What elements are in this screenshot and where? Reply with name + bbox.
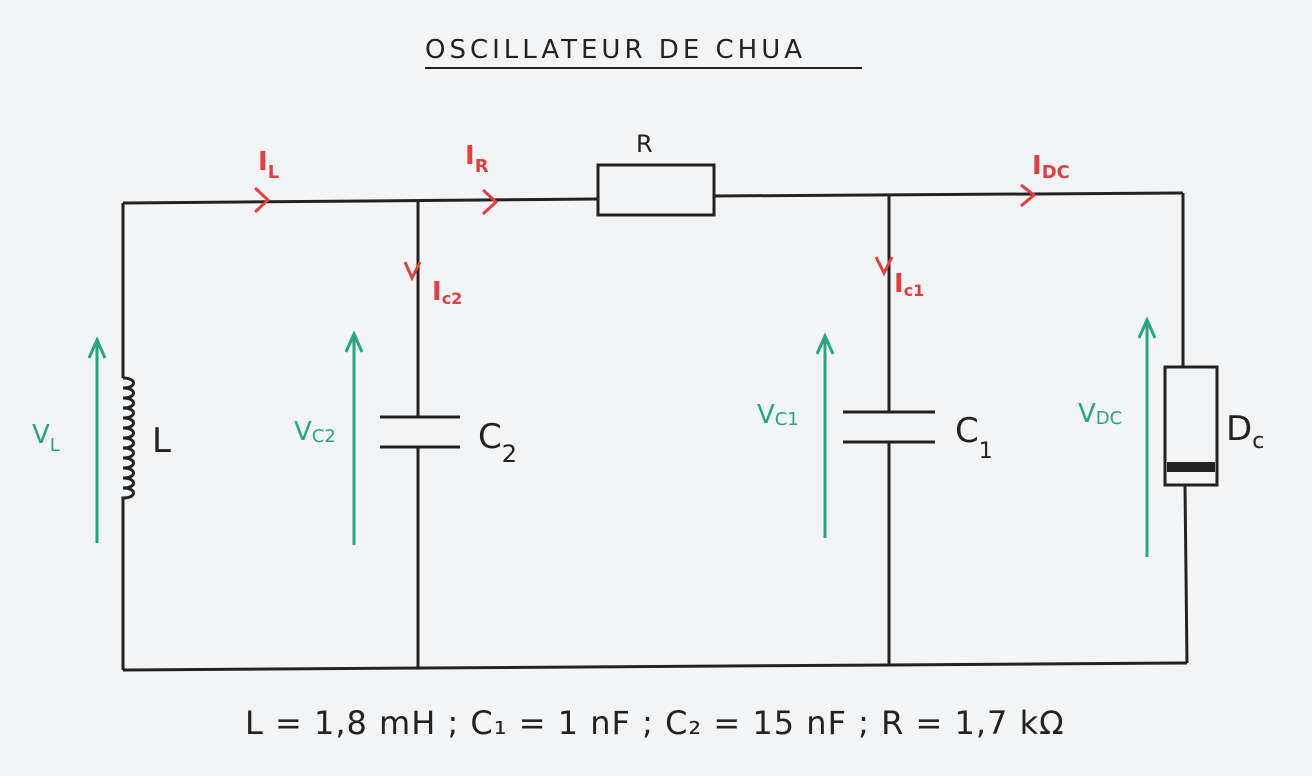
current-il-label: IL	[258, 147, 279, 183]
ic2-arrow-icon	[403, 261, 422, 282]
voltage-vdc-label: VDC	[1078, 399, 1122, 429]
voltage-vc1-label: VC1	[757, 400, 799, 430]
inductor-l	[121, 376, 135, 505]
current-ir-label: IR	[465, 141, 489, 177]
voltage-vc2-label: VC2	[294, 417, 336, 447]
idc-arrow-icon	[1020, 183, 1037, 208]
capacitor-c1	[843, 410, 935, 444]
capacitor-c2-label: C2	[478, 417, 517, 468]
vc1-arrow-icon	[815, 332, 835, 355]
chua-diode-label: Dc	[1226, 409, 1264, 454]
il-arrow-icon	[253, 186, 271, 214]
vc2-arrow-icon	[344, 330, 364, 353]
circuit-wires	[121, 191, 1189, 672]
inductor-label: L	[152, 421, 171, 461]
vdc-arrow-icon	[1137, 316, 1157, 339]
capacitor-c2	[380, 415, 460, 449]
ir-arrow-icon	[481, 188, 499, 216]
resistor-label: R	[636, 130, 653, 158]
chua-diode	[1163, 365, 1219, 487]
voltage-vl-label: VL	[32, 420, 60, 456]
resistor-r	[596, 163, 716, 217]
ic1-arrow-icon	[874, 256, 894, 277]
voltage-arrows	[87, 316, 1157, 557]
capacitor-c1-label: C1	[955, 411, 993, 464]
current-idc-label: IDC	[1032, 151, 1070, 183]
vl-arrow-icon	[87, 336, 107, 359]
diagram-title: OSCILLATEUR DE CHUA	[425, 35, 806, 65]
component-values: L = 1,8 mH ; C₁ = 1 nF ; C₂ = 15 nF ; R …	[245, 704, 1065, 742]
current-arrows	[253, 183, 1037, 282]
current-ic1-label: Ic1	[894, 269, 924, 300]
current-ic2-label: Ic2	[432, 277, 462, 308]
